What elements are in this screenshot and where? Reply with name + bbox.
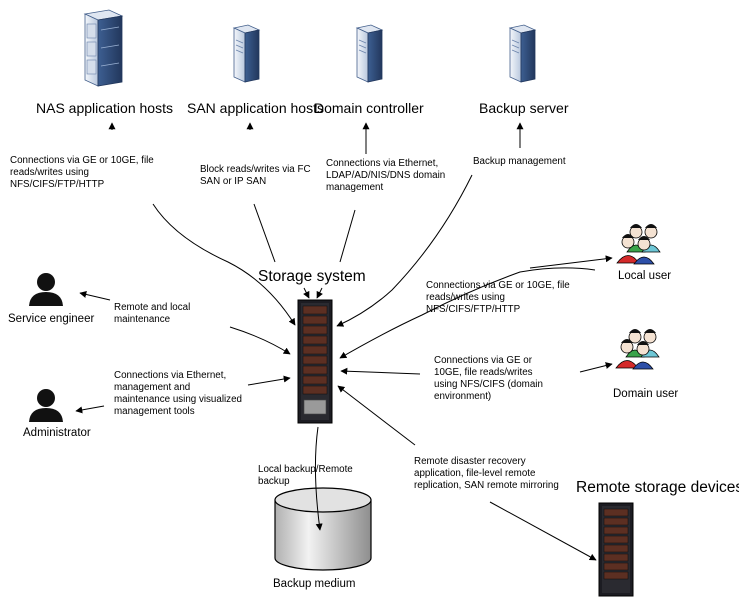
administrator-icon	[29, 389, 63, 422]
arrow-maintenance-to-storage	[229, 326, 291, 355]
backup-server-label: Backup server	[479, 100, 569, 116]
local-user-label: Local user	[618, 270, 672, 282]
remote-storage-rack-icon	[598, 502, 634, 597]
admin-connection-note: Connections via Ethernet, management and…	[114, 370, 242, 417]
storage-system-label: Storage system	[258, 268, 366, 285]
arrow-to-backup-medium	[314, 426, 323, 531]
remote-dr-note: Remote disaster recovery application, fi…	[414, 456, 559, 491]
domain-controller-label: Domain controller	[314, 100, 424, 116]
storage-rack-icon	[297, 299, 333, 424]
administrator-label: Administrator	[23, 427, 91, 439]
nas-connection-note: Connections via GE or 10GE, file reads/w…	[10, 155, 154, 190]
arrow-to-service-engineer	[79, 291, 111, 301]
backup-connection-note: Backup management	[473, 156, 566, 167]
nas-server-icon	[83, 9, 124, 87]
arrow-local-user-to-storage	[339, 267, 596, 359]
arrow-to-administrator	[75, 405, 105, 414]
arrow-san-into-storage	[303, 287, 310, 299]
service-engineer-label: Service engineer	[8, 313, 95, 325]
arrow-to-remote-storage	[489, 501, 597, 561]
arrow-nas-to-storage	[152, 203, 296, 326]
san-server-icon	[232, 24, 261, 83]
local-user-group-icon	[616, 224, 661, 265]
san-connection-note: Block reads/writes via FC SAN or IP SAN	[200, 164, 311, 187]
san-hosts-label: SAN application hosts	[187, 100, 324, 116]
remote-storage-label: Remote storage devices	[576, 479, 739, 496]
line-domain-to-storage	[339, 209, 356, 263]
arrow-domain-user-to-storage	[340, 367, 421, 375]
domain-controller-server-icon	[355, 24, 384, 83]
backup-medium-icon	[274, 487, 372, 571]
domain-user-group-icon	[615, 329, 660, 370]
domain-connection-note: Connections via Ethernet, LDAP/AD/NIS/DN…	[326, 158, 446, 193]
nas-hosts-label: NAS application hosts	[36, 100, 173, 116]
line-san-to-storage	[253, 203, 276, 263]
service-connection-note: Remote and local maintenance	[114, 302, 191, 325]
local-user-connection-note: Connections via GE or 10GE, file reads/w…	[426, 280, 570, 315]
local-backup-note: Local backup/Remote backup	[258, 464, 353, 487]
connection-arrows	[75, 122, 613, 561]
domain-user-connection-note: Connections via GE or 10GE, file reads/w…	[434, 355, 543, 402]
service-engineer-icon	[29, 273, 63, 306]
arrow-to-domain-user	[579, 362, 613, 373]
arrow-domain-into-storage	[316, 287, 323, 299]
arrow-to-local-user	[529, 255, 613, 269]
domain-user-label: Domain user	[613, 388, 679, 400]
arrow-admin-to-storage	[247, 375, 291, 386]
arrow-remote-to-storage	[337, 385, 416, 446]
backup-medium-label: Backup medium	[273, 578, 356, 590]
backup-server-icon	[508, 24, 537, 83]
arrow-backup-to-storage	[336, 174, 473, 327]
